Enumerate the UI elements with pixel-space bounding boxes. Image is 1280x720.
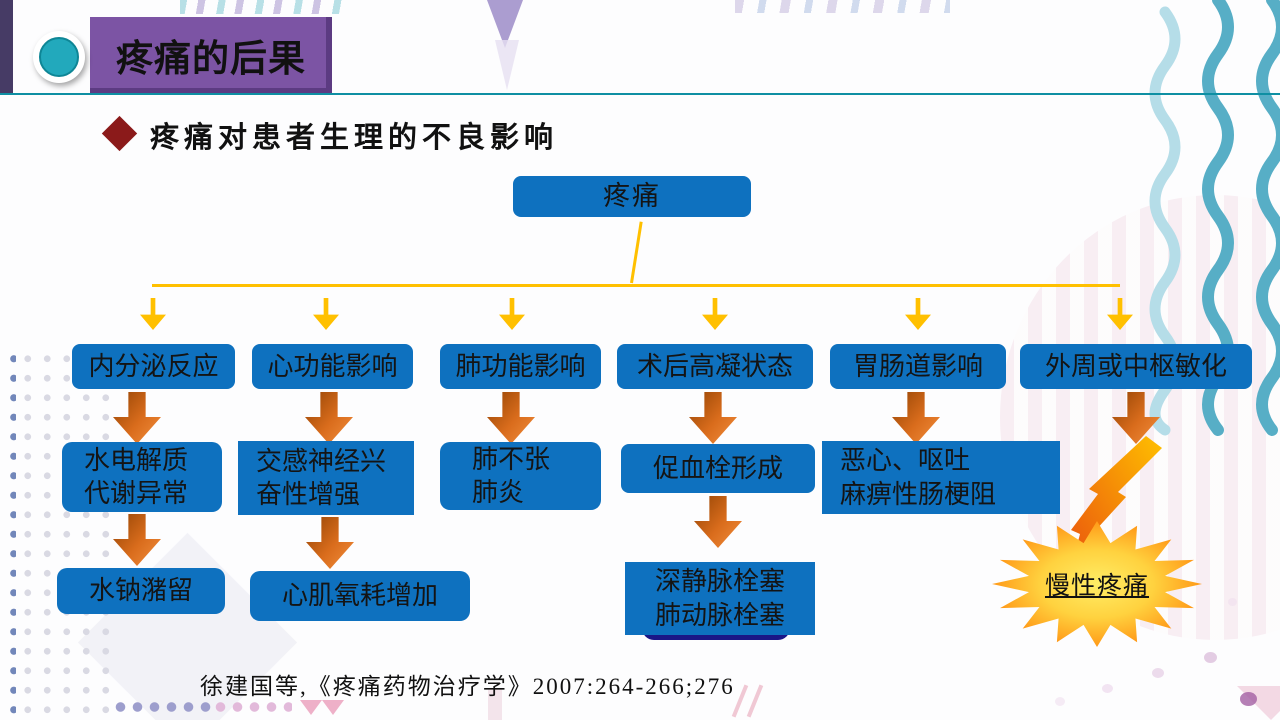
decor-teal-divider xyxy=(0,93,1280,95)
decor-purple-dot-2 xyxy=(1204,652,1217,663)
orange-arrow-9 xyxy=(694,496,742,548)
orange-arrow-2 xyxy=(305,392,353,444)
flow-box-nausea-ileus: 恶心、呕吐 麻痹性肠梗阻 xyxy=(822,441,1060,514)
decor-stripes-right xyxy=(735,0,950,13)
flow-box-endocrine: 内分泌反应 xyxy=(72,344,235,389)
chronic-pain-starburst: 慢性疼痛 xyxy=(992,521,1202,647)
yellow-arrow-1 xyxy=(140,298,166,330)
yellow-arrow-3 xyxy=(499,298,525,330)
orange-arrow-5 xyxy=(892,392,940,444)
decor-purple-dot-3 xyxy=(1152,668,1164,678)
diamond-bullet-icon xyxy=(101,115,138,152)
chronic-pain-label: 慢性疼痛 xyxy=(1044,573,1149,600)
flow-box-atelectasis: 肺不张 肺炎 xyxy=(440,442,601,510)
decor-stripes-left xyxy=(180,0,345,14)
yellow-arrow-2 xyxy=(313,298,339,330)
flow-box-dvt-pe: 深静脉栓塞 肺动脉栓塞 xyxy=(625,562,815,635)
yellow-arrow-4 xyxy=(702,298,728,330)
flow-box-pulmonary: 肺功能影响 xyxy=(440,344,601,389)
orange-arrow-1 xyxy=(113,392,161,444)
subtitle-text: 疼痛对患者生理的不良影响 xyxy=(150,122,559,154)
decor-purple-dot-6 xyxy=(1228,598,1237,606)
connector-slant xyxy=(630,221,643,284)
decor-purple-dot-4 xyxy=(1102,684,1113,693)
decor-dot-row-pink xyxy=(212,698,292,716)
decor-left-strip xyxy=(0,0,13,95)
decor-dot-grid xyxy=(14,345,114,717)
orange-arrow-4 xyxy=(689,392,737,444)
header-bullet-circle xyxy=(33,31,85,83)
flow-box-water-sodium: 水钠潴留 xyxy=(57,568,225,614)
decor-bar-bottom xyxy=(488,688,502,720)
flow-box-thrombosis: 促血栓形成 xyxy=(621,444,815,493)
flow-box-electrolyte: 水电解质 代谢异常 xyxy=(62,442,222,512)
orange-arrow-3 xyxy=(487,392,535,444)
decor-dot-column-blue xyxy=(0,345,16,717)
orange-arrow-8 xyxy=(306,517,354,569)
decor-pink-triangle-1 xyxy=(300,700,322,715)
flow-box-sensitization: 外周或中枢敏化 xyxy=(1020,344,1252,389)
decor-purple-dot-1 xyxy=(1240,692,1257,706)
page-title: 疼痛的后果 xyxy=(116,38,306,79)
orange-arrow-7 xyxy=(113,514,161,566)
flow-box-sympathetic: 交感神经兴 奋性增强 xyxy=(238,441,414,515)
flow-box-hypercoagulable: 术后高凝状态 xyxy=(617,344,813,389)
decor-dot-row-blue xyxy=(112,698,212,716)
decor-pink-triangle-2 xyxy=(322,700,344,715)
decor-slash-2 xyxy=(746,684,764,718)
connector-horizontal xyxy=(152,284,1120,287)
flow-box-gastrointestinal: 胃肠道影响 xyxy=(830,344,1006,389)
header-banner: 疼痛的后果 xyxy=(90,17,332,93)
yellow-arrow-5 xyxy=(905,298,931,330)
decor-triangle-top-light xyxy=(495,40,519,90)
flow-box-cardiac: 心功能影响 xyxy=(252,344,413,389)
flow-box-pain-root: 疼痛 xyxy=(513,176,751,217)
decor-purple-dot-5 xyxy=(1055,697,1065,706)
flow-box-myocardial-oxygen: 心肌氧耗增加 xyxy=(250,571,470,621)
teal-circle-icon xyxy=(39,37,79,77)
citation-text: 徐建国等,《疼痛药物治疗学》2007:264-266;276 xyxy=(200,674,735,699)
